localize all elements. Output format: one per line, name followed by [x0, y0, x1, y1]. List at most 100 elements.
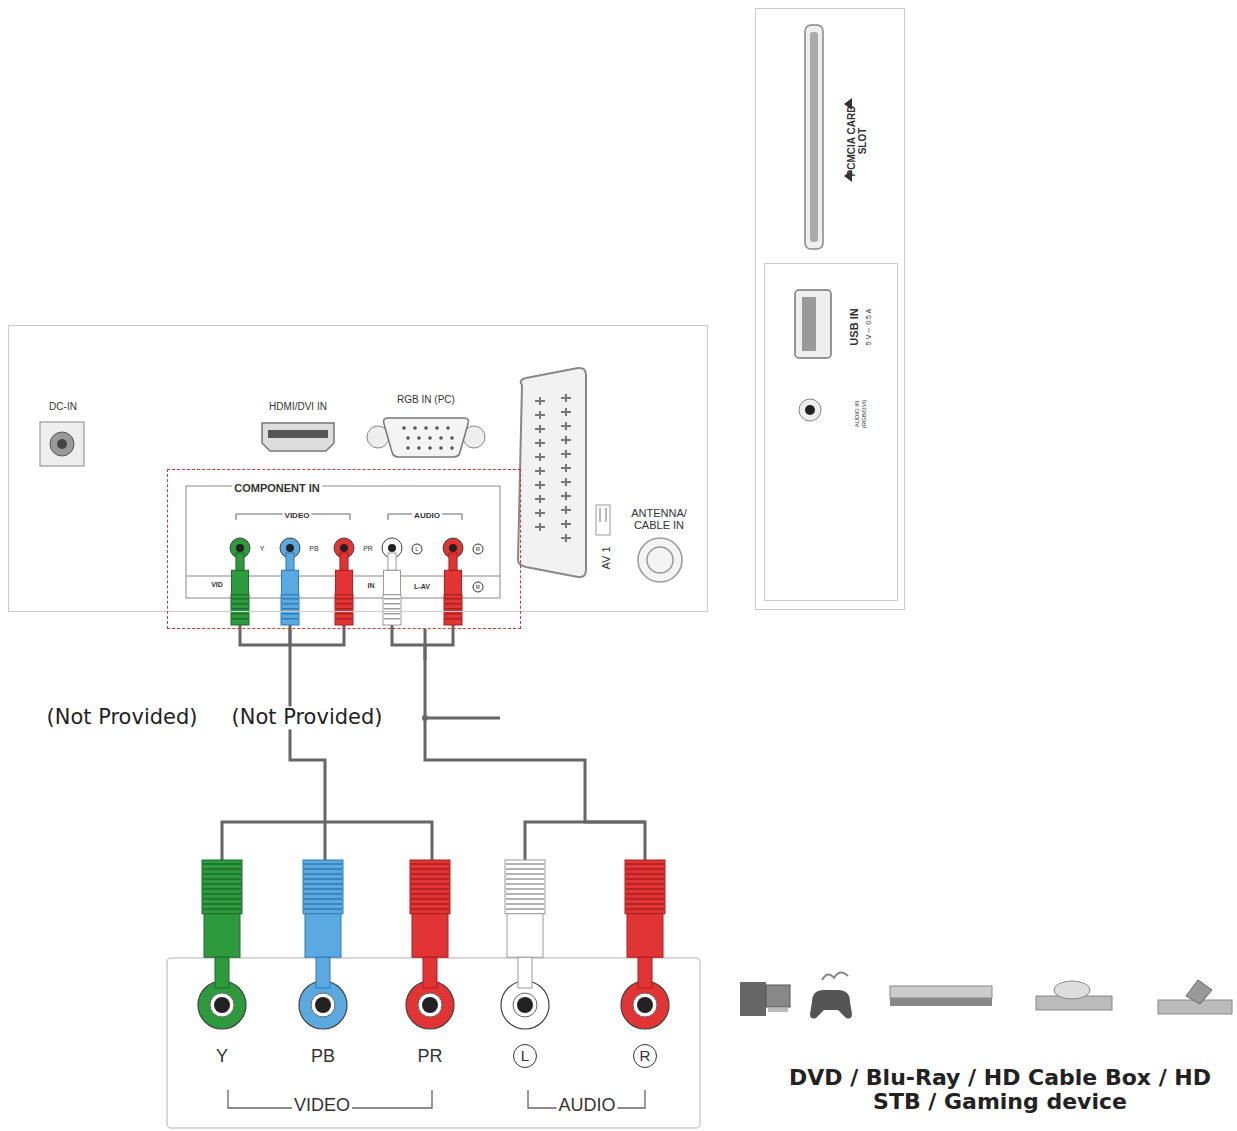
label-text: AUDIO IN (RGB/DVI): [854, 390, 867, 438]
plug-ridge: [626, 903, 664, 904]
vga-pin: [439, 436, 443, 440]
device-panel: YPBPRLRVIDEOAUDIO: [166, 958, 700, 1130]
plug-ridge: [336, 598, 352, 599]
port-label: VID: [211, 581, 223, 589]
cable-note: (Not Provided): [44, 706, 199, 729]
plug-ridge: [411, 898, 449, 899]
port-label: PB: [309, 545, 318, 553]
scart-pin: [561, 408, 571, 416]
plug-ridge: [232, 603, 248, 604]
vga-pin: [435, 426, 439, 430]
device-jack-hole: [517, 997, 533, 1013]
av-switch-mark: [606, 508, 607, 522]
card: [1186, 980, 1212, 1004]
scart-pin: [561, 478, 571, 486]
plug-ridge: [411, 908, 449, 909]
label-text: R: [633, 1044, 657, 1068]
vga-port: [384, 418, 469, 457]
plug-body: [231, 570, 248, 594]
tv-jack-hole: [236, 544, 244, 552]
tv-side-panel: PCMCIA CARD SLOTUSB IN5 V ⎓ 0.5 AAUDIO I…: [755, 8, 905, 610]
scart-pin: [561, 492, 571, 500]
label-text: VIDEO: [283, 512, 312, 521]
pc-stand: [768, 1008, 788, 1012]
scart-pin: [535, 495, 545, 503]
plug-ridge: [506, 878, 544, 879]
label-text: PR: [417, 1047, 442, 1067]
av-switch: [596, 505, 610, 535]
plug-body: [383, 570, 400, 594]
plug-ridge: [445, 608, 461, 609]
hdmi-port: [262, 423, 334, 451]
dc-jack-pin: [57, 439, 67, 449]
plug-ridge: [232, 613, 248, 614]
antenna-jack-ring: [647, 547, 673, 573]
label-text: ANTENNA/ CABLE IN: [622, 507, 696, 531]
plug-ridge: [506, 903, 544, 904]
label-text: Y: [216, 1047, 228, 1067]
vga-pin: [402, 426, 406, 430]
component-in-box: COMPONENT INVIDEOAUDIO: [167, 469, 521, 629]
plug-ridge: [384, 608, 400, 609]
port-label: R: [473, 582, 484, 593]
antenna-jack: [638, 538, 682, 582]
plug-ridge: [626, 893, 664, 894]
vga-pin: [428, 436, 432, 440]
plug-ridge: [626, 908, 664, 909]
plug-body: [281, 595, 299, 625]
vga-pin: [417, 436, 421, 440]
plug-ridge: [506, 863, 544, 864]
plug-ridge: [203, 893, 241, 894]
scart-pin: [535, 453, 545, 461]
plug-ridge: [232, 608, 248, 609]
pc-monitor: [766, 985, 790, 1007]
gamepad: [810, 990, 852, 1019]
pcmcia-opening: [810, 32, 818, 242]
plug-ridge: [232, 618, 248, 619]
plug-ridge: [304, 873, 342, 874]
scart-pin: [561, 422, 571, 430]
plug-ridge: [626, 883, 664, 884]
scart-pin: [561, 506, 571, 514]
scart-pin: [535, 411, 545, 419]
plug-ridge: [384, 618, 400, 619]
scart-pin: [561, 520, 571, 528]
plug-ridge: [411, 888, 449, 889]
plug-body: [383, 595, 401, 625]
dc-jack: [40, 422, 84, 466]
plug-body: [444, 570, 461, 594]
plug-ridge: [203, 883, 241, 884]
plug-ridge: [411, 903, 449, 904]
vga-pin: [417, 446, 421, 450]
leader-dot: [422, 715, 428, 721]
cable-note: (Not Provided): [229, 706, 384, 729]
dvd-player: [890, 986, 992, 998]
plug-body: [423, 957, 437, 988]
vga-pin: [406, 446, 410, 450]
plug-body: [231, 595, 249, 625]
scart-pin: [535, 467, 545, 475]
device-jack-ring: [311, 993, 335, 1017]
plug-ridge: [384, 613, 400, 614]
plug-ridge: [384, 598, 400, 599]
plug-body: [444, 595, 462, 625]
plug-ridge: [506, 898, 544, 899]
plug-ridge: [304, 893, 342, 894]
dvd-player-front: [890, 998, 992, 1006]
leader-line: [425, 717, 500, 720]
scart-pin: [561, 450, 571, 458]
plug-ridge: [203, 868, 241, 869]
video-wire: [240, 625, 344, 645]
plug-body: [204, 914, 240, 958]
plug-body: [281, 570, 298, 594]
device-caption: DVD / Blu-Ray / HD Cable Box / HD STB / …: [780, 1066, 1220, 1114]
plug-ridge: [411, 873, 449, 874]
plug-ridge: [336, 608, 352, 609]
plug-ridge: [411, 883, 449, 884]
scart-pin: [561, 436, 571, 444]
scart-port: [518, 368, 586, 577]
plug-ridge: [282, 613, 298, 614]
tv-jack-hole: [286, 544, 294, 552]
plug-ridge: [282, 608, 298, 609]
